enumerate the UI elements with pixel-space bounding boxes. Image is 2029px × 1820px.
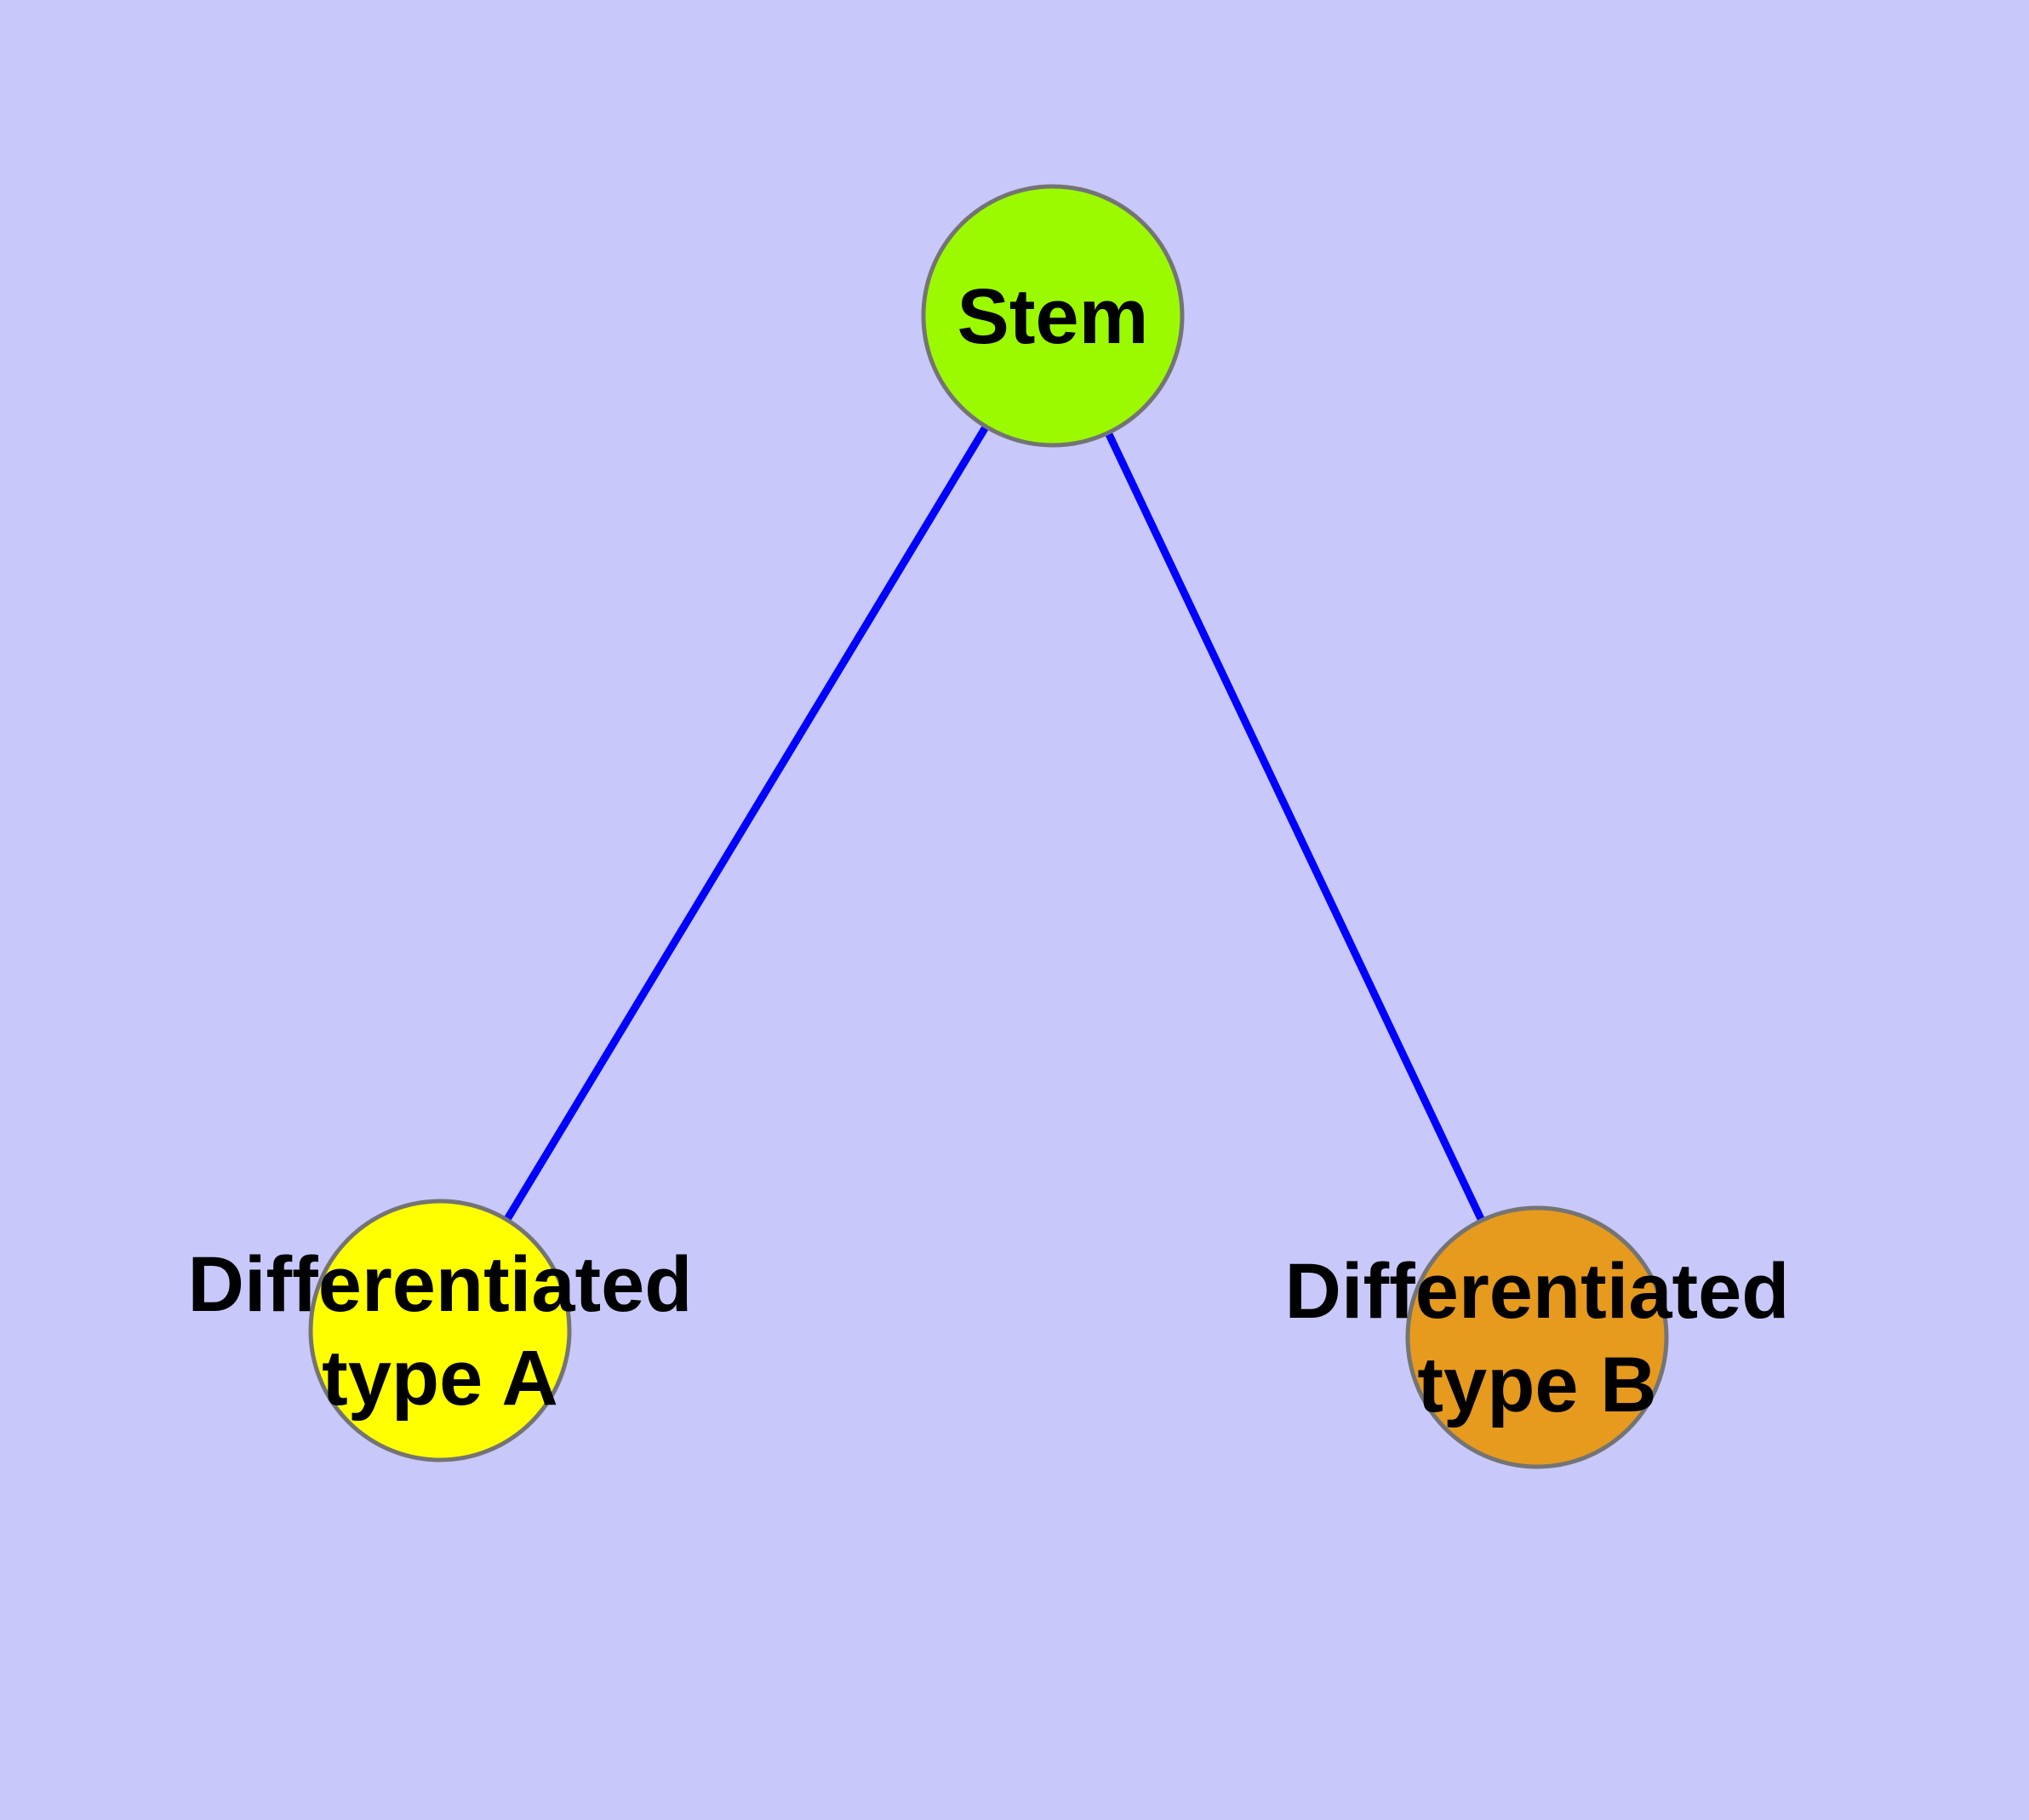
nodes-layer — [308, 184, 1669, 1469]
node-label-stem: Stem — [957, 273, 1149, 360]
node-label-line: Stem — [957, 273, 1149, 360]
node-differentiated-type-b — [1405, 1205, 1669, 1469]
node-differentiated-type-a — [308, 1199, 572, 1462]
node-label-line: type A — [322, 1335, 558, 1422]
node-label-line: type B — [1417, 1342, 1656, 1428]
node-label-line: Differentiated — [188, 1241, 693, 1328]
edges-layer — [437, 313, 1541, 1339]
edge-stem-to-differentiated-type-a — [437, 313, 1056, 1333]
node-label-line: Differentiated — [1285, 1248, 1790, 1335]
node-stem — [921, 184, 1185, 448]
edge-stem-to-differentiated-type-b — [1049, 314, 1541, 1339]
